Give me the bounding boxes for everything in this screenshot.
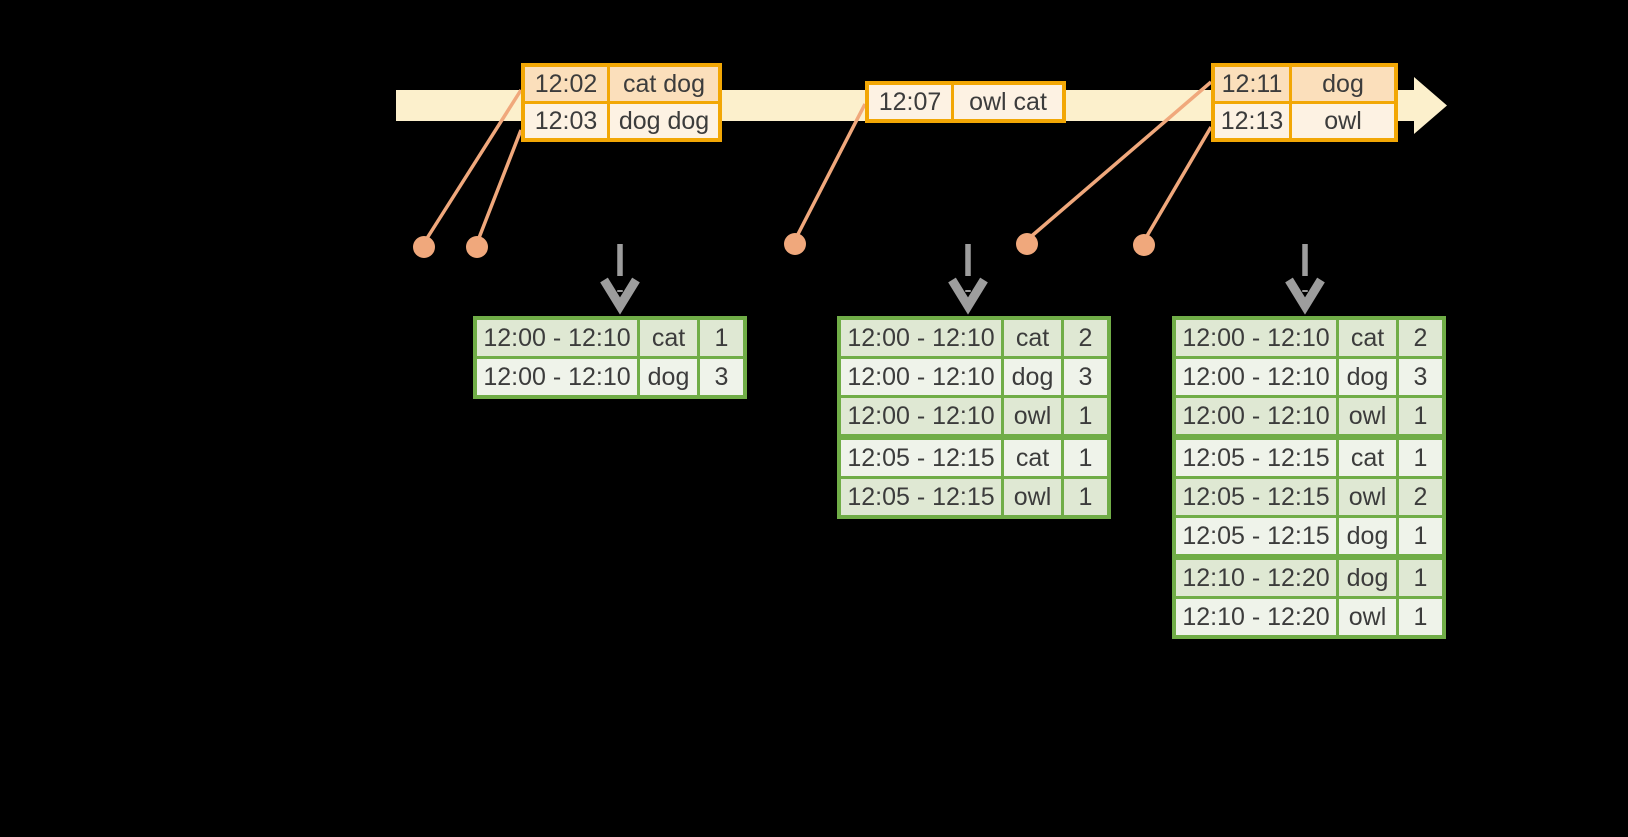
event-time: 12:07: [865, 81, 954, 123]
event-connector-line: [475, 129, 523, 244]
event-table-1: 12:02 cat dog 12:03 dog dog: [521, 63, 722, 142]
result-window: 12:05 - 12:15: [837, 434, 1004, 479]
result-window: 12:00 - 12:10: [837, 356, 1004, 398]
result-row: 12:10 - 12:20 owl 1: [1172, 596, 1446, 639]
event-row: 12:02 cat dog: [521, 63, 722, 104]
result-word: dog: [1001, 356, 1064, 398]
event-time: 12:13: [1211, 101, 1292, 142]
result-window: 12:10 - 12:20: [1172, 596, 1339, 639]
result-window: 12:10 - 12:20: [1172, 554, 1339, 599]
result-count: 1: [1396, 596, 1446, 639]
result-count: 3: [1061, 356, 1111, 398]
event-row: 12:03 dog dog: [521, 101, 722, 142]
result-word: owl: [1336, 395, 1399, 439]
event-table-3: 12:11 dog 12:13 owl: [1211, 63, 1398, 142]
event-words: dog: [1289, 63, 1398, 104]
event-time: 12:11: [1211, 63, 1292, 104]
result-row: 12:05 - 12:15 cat 1: [1172, 434, 1446, 479]
result-word: cat: [1001, 434, 1064, 479]
event-marker-icon: [413, 236, 435, 258]
result-row: 12:00 - 12:10 owl 1: [1172, 395, 1446, 439]
result-count: 2: [1396, 476, 1446, 518]
event-words: dog dog: [607, 101, 722, 142]
result-row: 12:05 - 12:15 owl 1: [837, 476, 1111, 519]
trigger-arrow-icon: [1285, 244, 1325, 315]
result-count: 3: [1396, 356, 1446, 398]
result-count: 1: [1396, 395, 1446, 439]
result-count: 1: [1061, 395, 1111, 439]
result-count: 1: [1396, 554, 1446, 599]
event-words: cat dog: [607, 63, 722, 104]
result-word: owl: [1336, 596, 1399, 639]
result-count: 2: [1061, 316, 1111, 359]
result-table-1: 12:00 - 12:10 cat 1 12:00 - 12:10 dog 3: [473, 316, 747, 399]
result-word: owl: [1001, 395, 1064, 439]
event-connector-line: [793, 103, 867, 241]
result-window: 12:05 - 12:15: [1172, 476, 1339, 518]
result-word: cat: [1336, 316, 1399, 359]
result-row: 12:00 - 12:10 cat 2: [837, 316, 1111, 359]
result-count: 2: [1396, 316, 1446, 359]
result-row: 12:00 - 12:10 dog 3: [473, 356, 747, 399]
trigger-arrow-icon: [948, 244, 988, 315]
result-row: 12:00 - 12:10 cat 1: [473, 316, 747, 359]
event-table-2: 12:07 owl cat: [865, 81, 1066, 123]
result-row: 12:00 - 12:10 dog 3: [1172, 356, 1446, 398]
trigger-arrow-icon: [600, 244, 640, 315]
result-word: dog: [1336, 356, 1399, 398]
event-connector-line: [1025, 80, 1213, 242]
event-marker-icon: [1133, 234, 1155, 256]
result-row: 12:10 - 12:20 dog 1: [1172, 554, 1446, 599]
result-window: 12:05 - 12:15: [1172, 434, 1339, 479]
result-row: 12:05 - 12:15 dog 1: [1172, 515, 1446, 559]
result-word: owl: [1001, 476, 1064, 519]
result-row: 12:00 - 12:10 owl 1: [837, 395, 1111, 439]
result-count: 1: [1061, 434, 1111, 479]
result-window: 12:00 - 12:10: [473, 316, 640, 359]
result-word: cat: [637, 316, 700, 359]
result-window: 12:05 - 12:15: [1172, 515, 1339, 559]
result-word: dog: [1336, 554, 1399, 599]
event-marker-icon: [1016, 233, 1038, 255]
result-row: 12:05 - 12:15 owl 2: [1172, 476, 1446, 518]
event-time: 12:02: [521, 63, 610, 104]
event-marker-icon: [784, 233, 806, 255]
result-window: 12:00 - 12:10: [837, 316, 1004, 359]
event-row: 12:07 owl cat: [865, 81, 1066, 123]
event-words: owl cat: [951, 81, 1066, 123]
event-marker-icon: [466, 236, 488, 258]
result-count: 1: [1396, 515, 1446, 559]
result-window: 12:05 - 12:15: [837, 476, 1004, 519]
result-table-3: 12:00 - 12:10 cat 2 12:00 - 12:10 dog 3 …: [1172, 316, 1446, 639]
result-window: 12:00 - 12:10: [837, 395, 1004, 439]
result-count: 1: [1061, 476, 1111, 519]
event-words: owl: [1289, 101, 1398, 142]
result-count: 3: [697, 356, 747, 399]
result-row: 12:00 - 12:10 cat 2: [1172, 316, 1446, 359]
result-word: dog: [1336, 515, 1399, 559]
result-window: 12:00 - 12:10: [473, 356, 640, 399]
result-window: 12:00 - 12:10: [1172, 316, 1339, 359]
result-row: 12:05 - 12:15 cat 1: [837, 434, 1111, 479]
event-connector-line: [1142, 126, 1213, 242]
result-window: 12:00 - 12:10: [1172, 356, 1339, 398]
result-count: 1: [1396, 434, 1446, 479]
result-row: 12:00 - 12:10 dog 3: [837, 356, 1111, 398]
result-window: 12:00 - 12:10: [1172, 395, 1339, 439]
event-connector-line: [422, 89, 523, 244]
timeline-arrowhead-icon: [1414, 77, 1447, 134]
result-word: owl: [1336, 476, 1399, 518]
event-time: 12:03: [521, 101, 610, 142]
event-row: 12:11 dog: [1211, 63, 1398, 104]
result-count: 1: [697, 316, 747, 359]
event-row: 12:13 owl: [1211, 101, 1398, 142]
result-table-2: 12:00 - 12:10 cat 2 12:00 - 12:10 dog 3 …: [837, 316, 1111, 519]
result-word: cat: [1001, 316, 1064, 359]
result-word: dog: [637, 356, 700, 399]
result-word: cat: [1336, 434, 1399, 479]
